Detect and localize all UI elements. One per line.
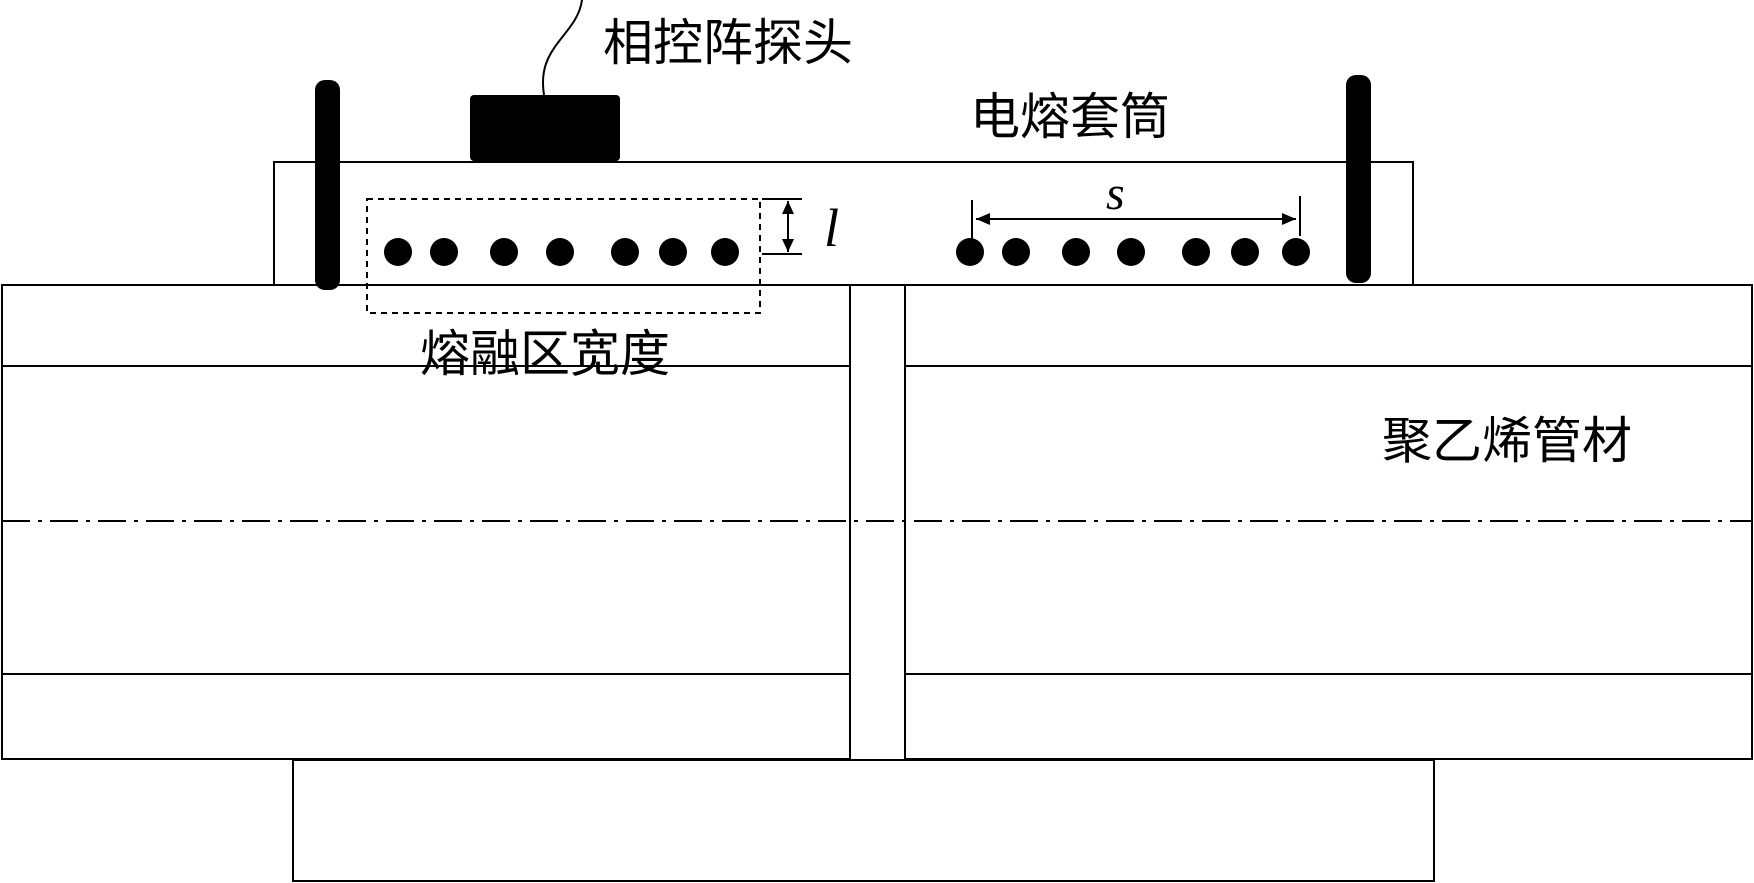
heating-wire [956,238,984,266]
heating-wire [1282,238,1310,266]
lower-pipe-body [292,759,1435,882]
heating-wire [1062,238,1090,266]
probe-label: 相控阵探头 [603,14,853,72]
electrofusion-sleeve [273,161,1414,286]
heating-wire [711,238,739,266]
fusion-zone-label: 熔融区宽度 [420,325,670,383]
sleeve-label: 电熔套筒 [970,88,1170,146]
probe-cable [542,0,583,96]
l-variable-label: l [824,198,839,258]
l-dimension-arrow-down [782,239,794,252]
s-variable-label: s [1106,167,1125,220]
heating-wire [1231,238,1259,266]
fusion-zone-box [366,198,761,314]
heating-wire [611,238,639,266]
heating-wire [384,238,412,266]
left-terminal-pin [315,80,340,290]
heating-wire [1117,238,1145,266]
heating-wire [490,238,518,266]
s-dimension-arrow-right [1282,213,1296,225]
heating-wire [659,238,687,266]
s-dimension-arrow-left [976,213,990,225]
heating-wire [1182,238,1210,266]
right-terminal-pin [1346,75,1371,283]
heating-wire [546,238,574,266]
heating-wire [430,238,458,266]
l-dimension-arrow-up [782,201,794,214]
pipe-label: 聚乙烯管材 [1382,412,1632,470]
heating-wire [1002,238,1030,266]
phased-array-probe [470,95,620,161]
left-heating-wire-group [384,238,739,266]
right-heating-wire-group [956,238,1310,266]
